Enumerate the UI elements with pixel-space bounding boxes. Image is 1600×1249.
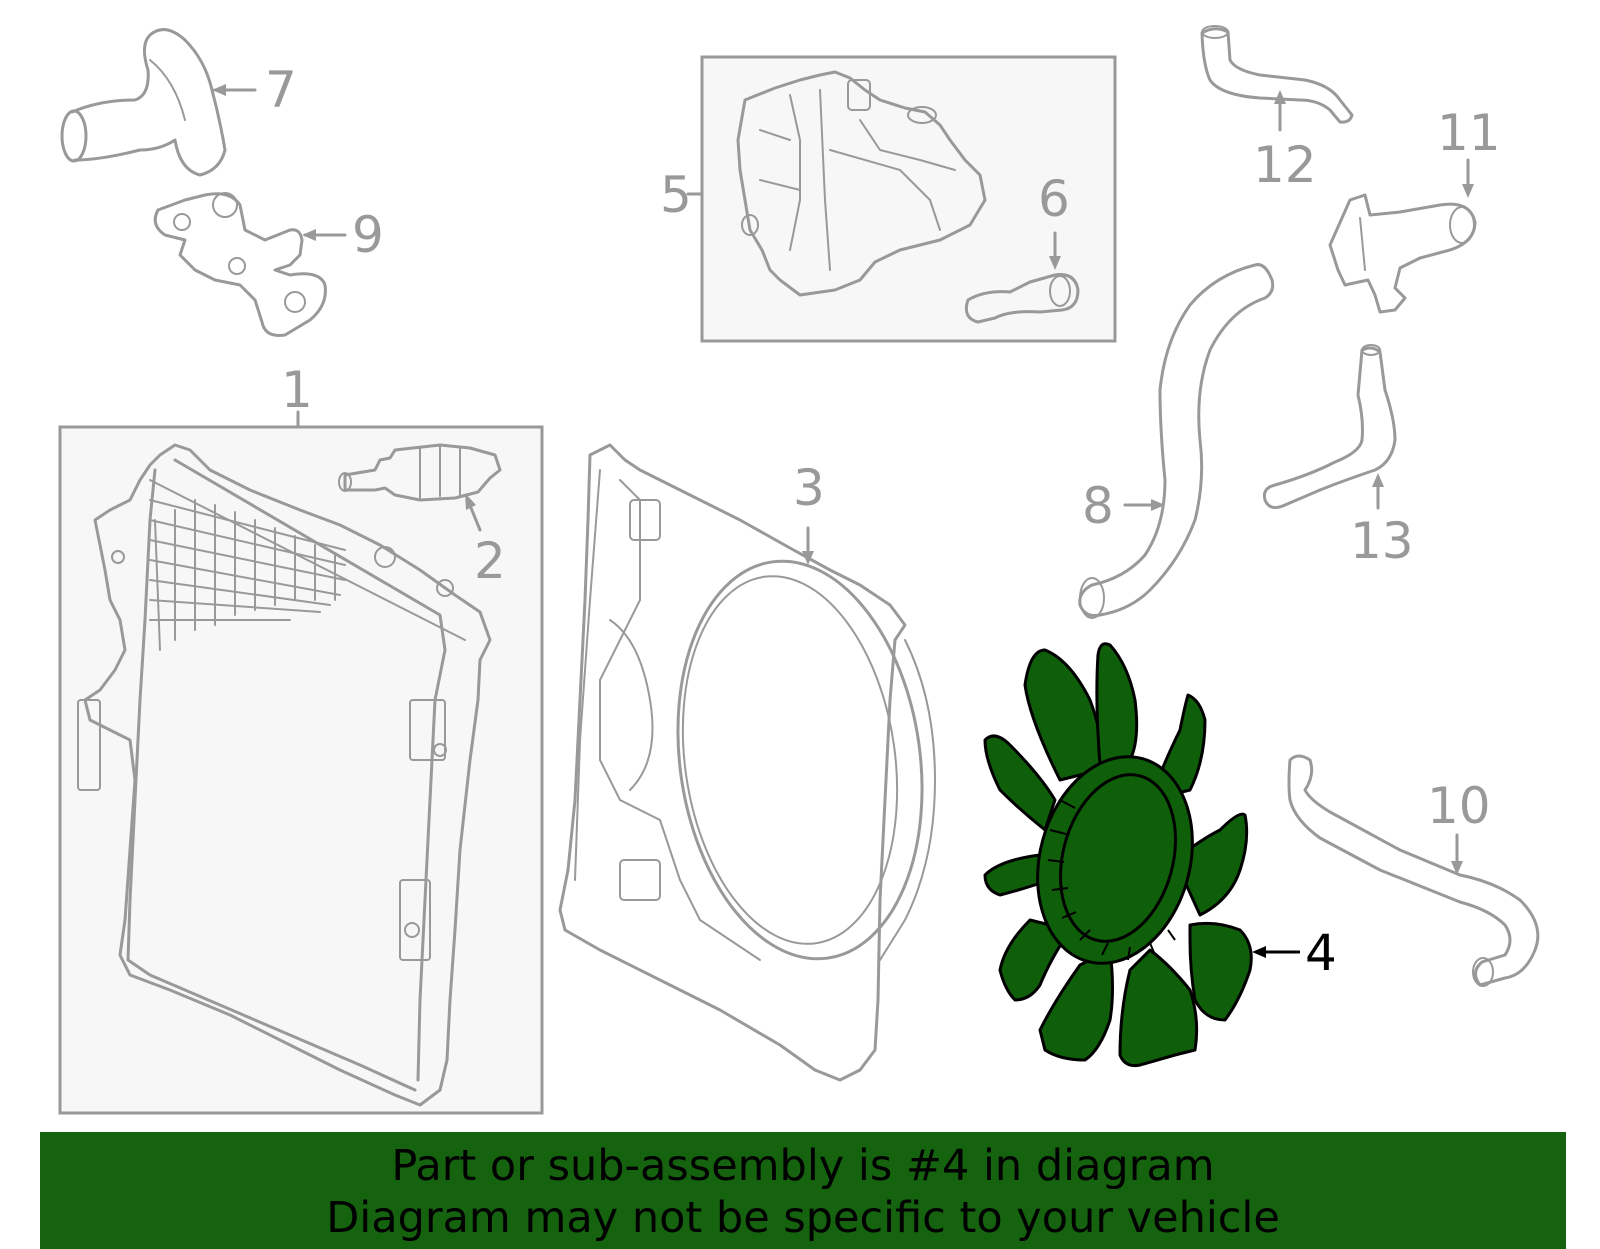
part-1-box (58, 425, 544, 1115)
part-6-hose[interactable] (964, 273, 1080, 324)
callout-3: 3 (793, 459, 825, 517)
part-13-hose[interactable] (1263, 344, 1397, 510)
part-9-water-outlet[interactable] (153, 192, 327, 337)
callout-12: 12 (1253, 136, 1317, 194)
part-4-fan[interactable] (983, 642, 1253, 1067)
part-12-hose[interactable] (1200, 25, 1354, 124)
callout-8-arrow (1151, 499, 1165, 511)
callout-6: 6 (1038, 170, 1070, 228)
part-1-radiator[interactable] (77, 443, 492, 1107)
callout-10-arrow (1451, 861, 1463, 875)
callout-1: 1 (281, 361, 313, 419)
callout-4-arrow (1252, 946, 1266, 958)
callout-13: 13 (1350, 512, 1414, 570)
callout-12-arrow (1274, 90, 1286, 104)
part-10-hose[interactable] (1287, 754, 1540, 987)
callout-8: 8 (1082, 477, 1114, 535)
callout-9: 9 (352, 206, 384, 264)
part-7-upper-hose[interactable] (60, 28, 227, 177)
callout-4: 4 (1305, 924, 1337, 982)
callout-7: 7 (265, 61, 297, 119)
part-5-box (700, 55, 1117, 343)
banner-line-2: Diagram may not be specific to your vehi… (326, 1193, 1280, 1243)
part-8-hose[interactable] (1078, 263, 1275, 619)
callout-3-arrow (802, 551, 814, 565)
part-3-fan-shroud[interactable] (558, 443, 947, 1082)
callout-10: 10 (1427, 777, 1491, 835)
callout-5: 5 (660, 166, 692, 224)
callout-7-arrow (212, 84, 226, 96)
callout-6-arrow (1049, 256, 1061, 270)
callout-11-arrow (1462, 184, 1474, 198)
part-2-sensor[interactable] (338, 443, 502, 502)
callout-2-arrow (465, 493, 476, 510)
part-5-reservoir[interactable] (736, 70, 987, 297)
part-11-fitting[interactable] (1328, 193, 1477, 314)
banner-line-1: Part or sub-assembly is #4 in diagram (391, 1141, 1215, 1191)
info-banner: Part or sub-assembly is #4 in diagram Di… (40, 1132, 1566, 1249)
callout-11: 11 (1437, 104, 1501, 162)
callout-9-arrow (302, 229, 316, 241)
callout-2: 2 (474, 532, 506, 590)
callout-13-arrow (1372, 473, 1384, 487)
